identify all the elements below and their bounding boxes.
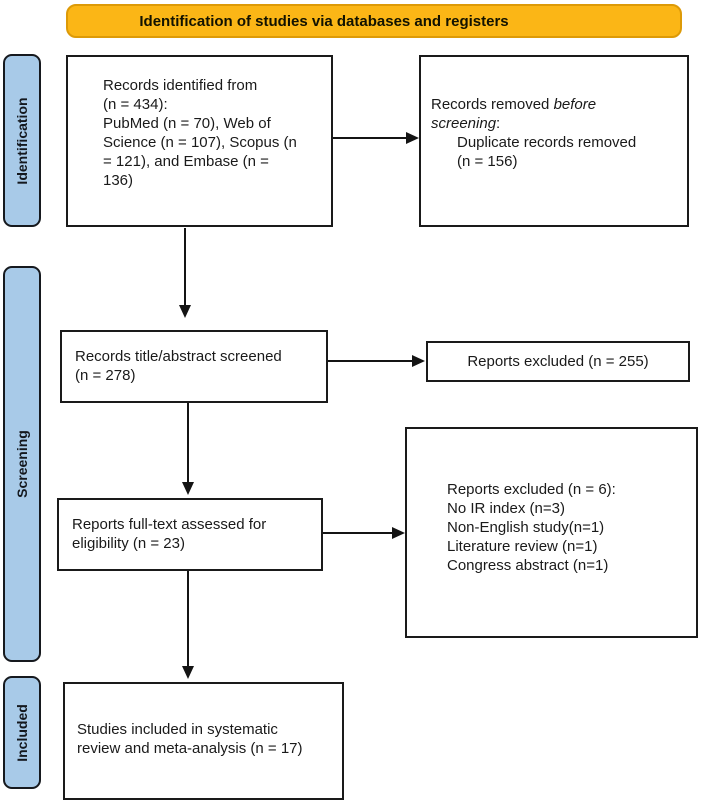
- box-studies-included: Studies included in systematic review an…: [63, 682, 344, 800]
- arrow-line: [328, 360, 413, 362]
- arrow-line: [333, 137, 407, 139]
- arrow-head-icon: [412, 355, 425, 367]
- records-removed-text: Records removed before screening: Duplic…: [431, 95, 679, 190]
- arrow-head-icon: [182, 666, 194, 679]
- reports-assessed-text: Reports full-text assessed for eligibili…: [72, 516, 267, 552]
- reports-excluded-eligibility-text: Reports excluded (n = 6): No IR index (n…: [447, 481, 616, 574]
- arrow-line: [323, 532, 393, 534]
- arrow-line: [187, 403, 189, 483]
- records-removed-italic: before screening: [431, 96, 597, 132]
- stage-identification: Identification: [3, 54, 41, 227]
- stage-identification-label: Identification: [14, 96, 30, 185]
- box-reports-excluded-screening: Reports excluded (n = 255): [426, 341, 690, 382]
- arrow-head-icon: [392, 527, 405, 539]
- banner-label: Identification of studies via databases …: [139, 12, 509, 30]
- banner-identification-via-databases: Identification of studies via databases …: [66, 4, 682, 38]
- stage-included-label: Included: [14, 703, 30, 762]
- box-records-removed: Records removed before screening: Duplic…: [419, 55, 689, 227]
- reports-excluded-screening-text: Reports excluded (n = 255): [467, 353, 649, 370]
- stage-screening-label: Screening: [14, 430, 30, 498]
- records-removed-detail: Duplicate records removed (n = 156): [457, 134, 637, 170]
- arrow-head-icon: [182, 482, 194, 495]
- stage-included: Included: [3, 676, 41, 789]
- box-records-identified: Records identified from (n = 434): PubMe…: [66, 55, 333, 227]
- stage-screening: Screening: [3, 266, 41, 662]
- box-reports-assessed: Reports full-text assessed for eligibili…: [57, 498, 323, 571]
- records-removed-prefix: Records removed: [431, 96, 554, 113]
- arrow-line: [184, 228, 186, 306]
- records-identified-text: Records identified from (n = 434): PubMe…: [103, 77, 297, 189]
- records-removed-suffix: :: [496, 115, 501, 132]
- arrow-line: [187, 571, 189, 667]
- arrow-head-icon: [406, 132, 419, 144]
- arrow-head-icon: [179, 305, 191, 318]
- studies-included-text: Studies included in systematic review an…: [77, 721, 303, 757]
- box-reports-excluded-eligibility: Reports excluded (n = 6): No IR index (n…: [405, 427, 698, 638]
- box-records-screened: Records title/abstract screened (n = 278…: [60, 330, 328, 403]
- records-screened-text: Records title/abstract screened (n = 278…: [75, 348, 282, 384]
